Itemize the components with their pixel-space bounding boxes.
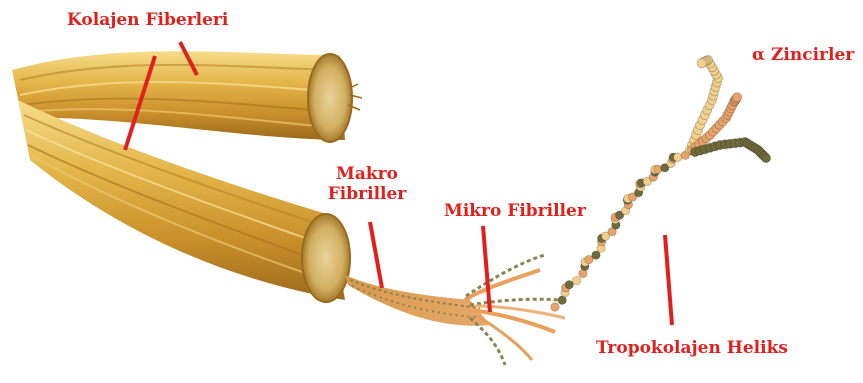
alpha-chain-bead	[697, 59, 706, 68]
helix-bead	[558, 296, 566, 304]
mikro-leader-line	[483, 226, 490, 312]
label-tropokolajen-heliks: Tropokolajen Heliks	[596, 338, 788, 358]
lower-fiber-cross-section	[302, 214, 350, 302]
tropokolajen-leader-line	[665, 235, 672, 325]
label-kolajen-fiberleri: Kolajen Fiberleri	[67, 10, 228, 30]
upper-fiber-cross-section	[308, 54, 352, 142]
helix-bead	[565, 281, 573, 289]
label-makro-line1: Makro	[322, 164, 412, 184]
macro-fibril	[345, 275, 490, 326]
tropocollagen-helix	[551, 55, 771, 311]
alpha-chain-bead	[761, 153, 770, 162]
makro-leader-line	[370, 222, 382, 288]
label-mikro-fibriller: Mikro Fibriller	[444, 201, 586, 221]
label-makro-line2: Fibriller	[322, 184, 412, 204]
helix-bead	[551, 303, 559, 311]
helix-bead	[572, 276, 580, 284]
micro-fibrils	[465, 255, 565, 365]
alpha-chain-bead	[733, 93, 742, 102]
label-makro-fibriller: Makro Fibriller	[322, 164, 412, 204]
label-alfa-zincirler: α Zincirler	[752, 45, 854, 65]
helix-bead	[673, 153, 681, 161]
